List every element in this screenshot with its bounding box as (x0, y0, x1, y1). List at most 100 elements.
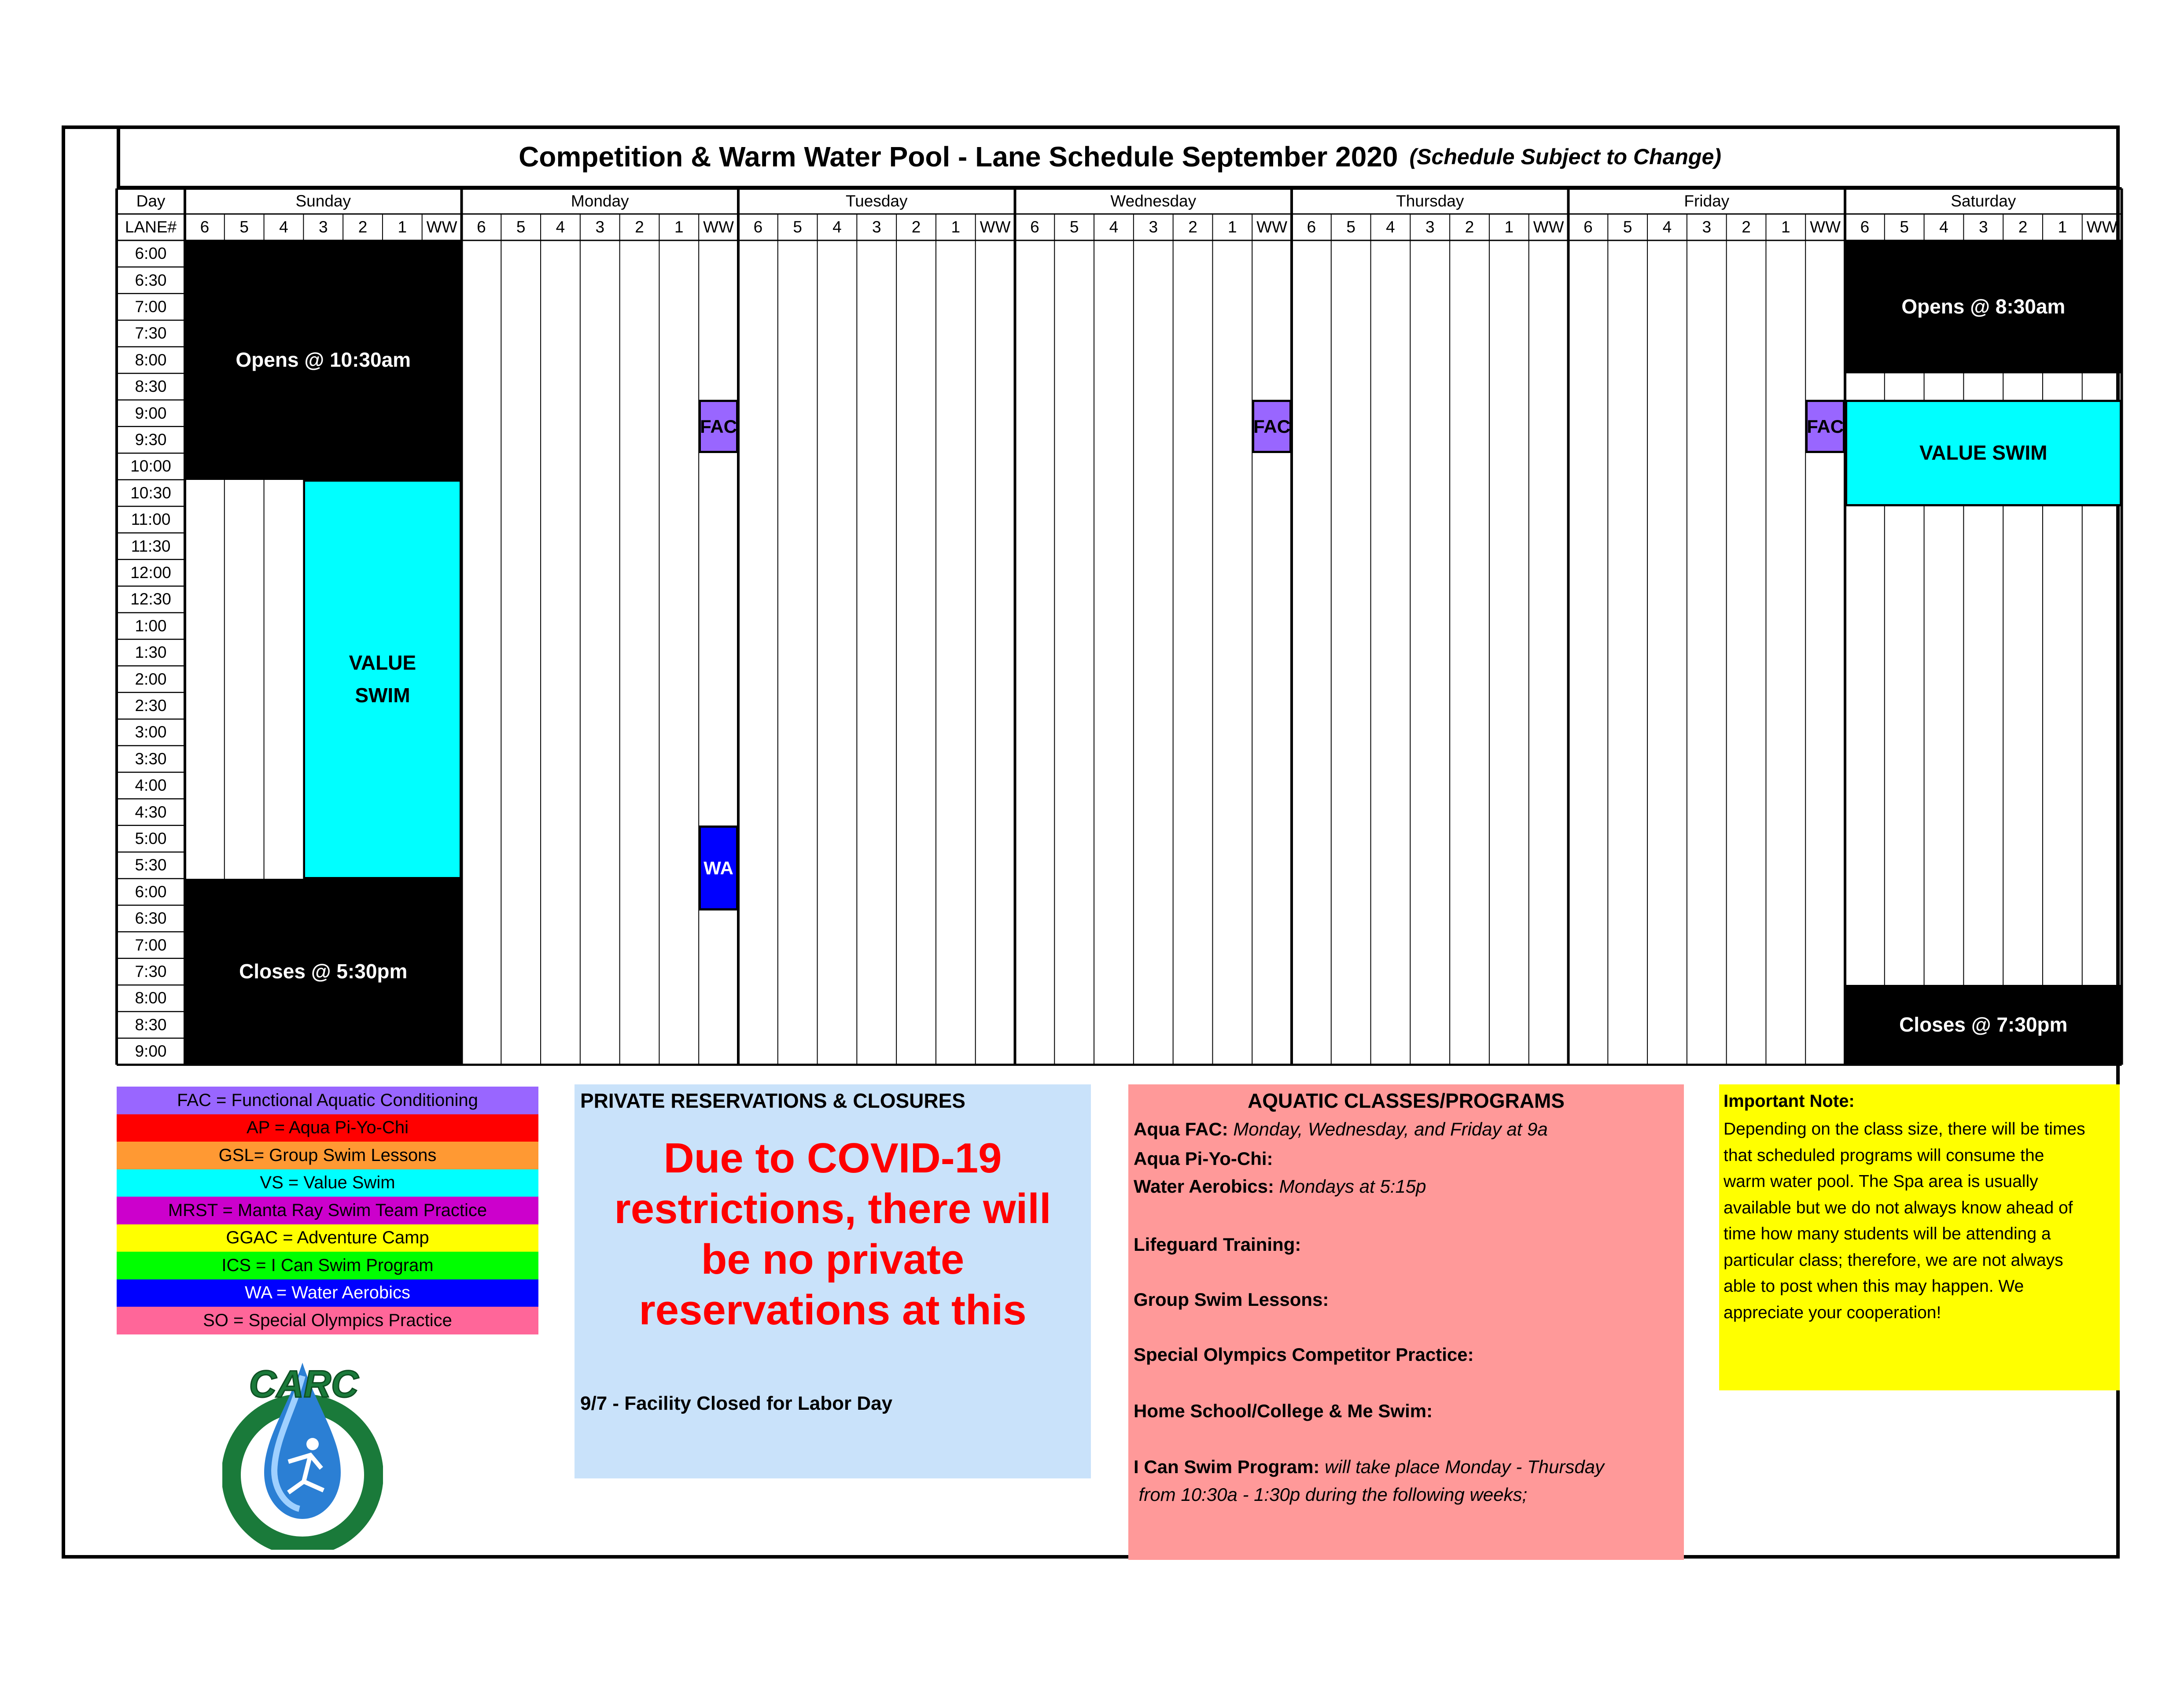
lane-label: 3 (872, 218, 881, 236)
block-label: WA (703, 857, 733, 878)
class-item-detail: Mondays at 5:15p (1274, 1176, 1426, 1197)
important-note-line: appreciate your cooperation! (1724, 1303, 1941, 1322)
block-label: SWIM (355, 683, 410, 707)
lane-label: 5 (1069, 218, 1079, 236)
legend-item: GGAC = Adventure Camp (117, 1224, 538, 1252)
carc-logo: CARC (221, 1349, 383, 1556)
lane-header: LANE# (125, 218, 177, 236)
lane-label: 6 (1030, 218, 1039, 236)
class-item: Special Olympics Competitor Practice: (1134, 1344, 1679, 1371)
lane-label: 2 (1188, 218, 1197, 236)
lane-label: 4 (279, 218, 288, 236)
block-label: Closes @ 7:30pm (1899, 1013, 2068, 1036)
lane-label: 3 (1425, 218, 1435, 236)
lane-label: 5 (1900, 218, 1909, 236)
time-label: 8:30 (135, 377, 167, 396)
class-item-detail: will take place Monday - Thursday (1319, 1456, 1605, 1477)
important-note-title: Important Note: (1724, 1091, 1855, 1111)
day-label-friday: Friday (1684, 192, 1730, 210)
time-label: 7:30 (135, 324, 167, 343)
class-item-continuation: from 10:30a - 1:30p during the following… (1134, 1484, 1528, 1505)
lane-label: 6 (1860, 218, 1870, 236)
page-frame (62, 125, 2120, 1559)
time-label: 10:30 (130, 483, 171, 502)
block-label: Opens @ 10:30am (236, 348, 411, 371)
lane-label: 3 (595, 218, 605, 236)
lane-label: 4 (832, 218, 842, 236)
lane-label: WW (426, 218, 457, 236)
saturday-closed-evening: Closes @ 7:30pm (1845, 985, 2122, 1065)
class-item: Group Swim Lessons: (1134, 1289, 1679, 1316)
time-label: 11:00 (131, 510, 171, 529)
legend-item: VS = Value Swim (117, 1169, 538, 1197)
lane-label: 2 (2018, 218, 2028, 236)
reservations-panel: PRIVATE RESERVATIONS & CLOSURES Due to C… (575, 1084, 1091, 1478)
lane-label: 5 (516, 218, 526, 236)
lane-label: 5 (1623, 218, 1632, 236)
class-item-label: Aqua FAC: (1134, 1119, 1228, 1139)
lane-label: 2 (635, 218, 644, 236)
lane-label: 4 (1109, 218, 1119, 236)
day-label-saturday: Saturday (1951, 192, 2016, 210)
time-label: 10:00 (130, 457, 171, 475)
covid-line-2: restrictions, there will (614, 1185, 1051, 1232)
class-item: Water Aerobics: Mondays at 5:15p (1134, 1176, 1679, 1202)
important-note-line: time how many students will be attending… (1724, 1224, 2051, 1243)
class-item: I Can Swim Program: will take place Mond… (1134, 1456, 1679, 1483)
page-title: Competition & Warm Water Pool - Lane Sch… (117, 128, 2120, 188)
time-label: 9:00 (135, 1042, 167, 1061)
block-label: Closes @ 5:30pm (239, 960, 408, 983)
lane-label: 6 (753, 218, 763, 236)
title-main: Competition & Warm Water Pool - Lane Sch… (519, 141, 1398, 173)
lane-label: 3 (1978, 218, 1988, 236)
time-label: 9:00 (135, 404, 167, 422)
lane-label: 5 (239, 218, 249, 236)
lane-label: 1 (1781, 218, 1790, 236)
time-label: 7:30 (135, 962, 167, 980)
lane-label: 6 (1307, 218, 1316, 236)
lane-label: 5 (1346, 218, 1355, 236)
lane-label: 4 (1662, 218, 1672, 236)
lane-label: 1 (674, 218, 684, 236)
saturday-closed-morning: Opens @ 8:30am (1845, 240, 2122, 373)
important-note-line: particular class; therefore, we are not … (1724, 1250, 2063, 1270)
time-label: 4:30 (135, 803, 167, 821)
class-item-label: Water Aerobics: (1134, 1176, 1274, 1197)
class-item-label: Aqua Pi-Yo-Chi: (1134, 1148, 1273, 1169)
class-item-label: Special Olympics Competitor Practice: (1134, 1344, 1474, 1365)
time-label: 5:00 (135, 829, 167, 848)
time-label: 1:00 (135, 616, 167, 635)
lane-label: 4 (1939, 218, 1948, 236)
time-label: 9:30 (135, 430, 167, 449)
time-label: 2:00 (135, 670, 167, 688)
day-label-sunday: Sunday (295, 192, 351, 210)
time-label: 12:30 (130, 590, 171, 608)
monday-fac-block: FAC (699, 400, 738, 453)
time-label: 3:00 (135, 723, 167, 741)
class-item: Aqua FAC: Monday, Wednesday, and Friday … (1134, 1119, 1679, 1145)
covid-notice: Due to COVID-19 restrictions, there will… (575, 1133, 1091, 1335)
time-label: 6:30 (135, 271, 167, 289)
reservations-title: PRIVATE RESERVATIONS & CLOSURES (580, 1089, 965, 1112)
legend-item: ICS = I Can Swim Program (117, 1252, 538, 1279)
lane-label: 1 (398, 218, 407, 236)
class-item: Lifeguard Training: (1134, 1234, 1679, 1260)
lane-label: 3 (318, 218, 328, 236)
day-label-wednesday: Wednesday (1110, 192, 1197, 210)
important-note-line: warm water pool. The Spa area is usually (1724, 1172, 2038, 1191)
block-label: FAC (1253, 416, 1291, 437)
lane-label: 2 (1465, 218, 1474, 236)
important-note-panel: Important Note: Depending on the class s… (1719, 1084, 2120, 1390)
class-item: Aqua Pi-Yo-Chi: (1134, 1148, 1679, 1175)
class-item-label: I Can Swim Program: (1134, 1456, 1320, 1477)
important-note-line: Depending on the class size, there will … (1724, 1120, 2085, 1139)
lane-label: 3 (1149, 218, 1158, 236)
lane-label: 3 (1702, 218, 1712, 236)
lane-label: WW (980, 218, 1011, 236)
class-item-label: Group Swim Lessons: (1134, 1289, 1329, 1310)
friday-fac-block: FAC (1805, 400, 1845, 453)
important-note-line: available but we do not always know ahea… (1724, 1198, 2073, 1217)
time-label: 8:00 (135, 989, 167, 1007)
lane-label: 2 (358, 218, 368, 236)
day-label-thursday: Thursday (1396, 192, 1464, 210)
